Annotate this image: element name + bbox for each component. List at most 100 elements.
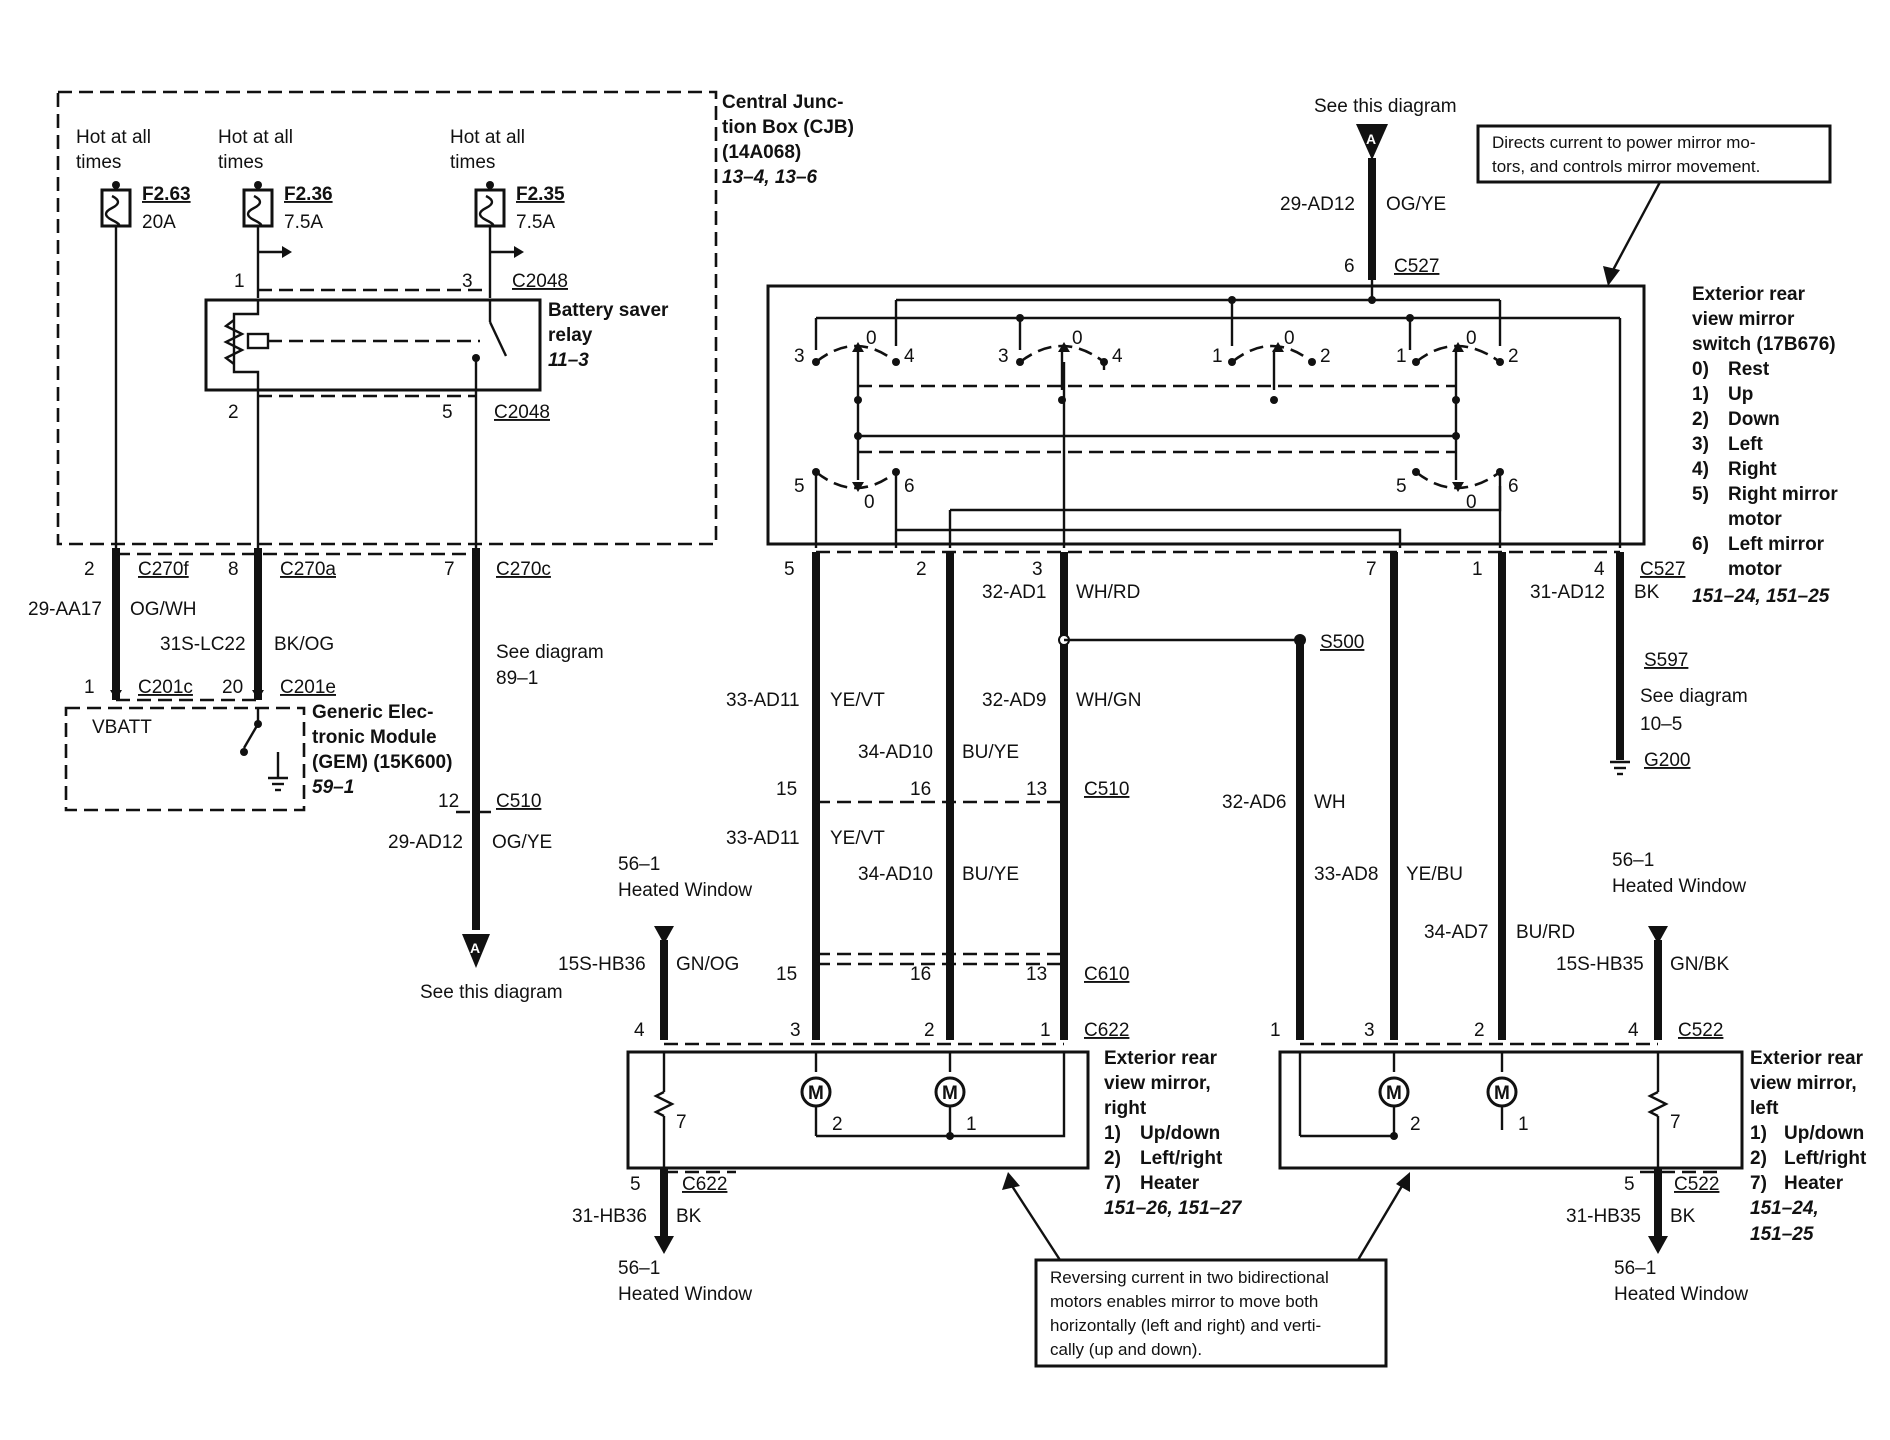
wire-color: BU/YE (962, 742, 1019, 763)
gem-ref: 59–1 (312, 777, 354, 798)
fuse-f2-63: Hot at all times F2.63 20A (76, 127, 191, 233)
connector-c522: C522 (1678, 1020, 1723, 1041)
wire-id: 34-AD7 (1424, 922, 1488, 943)
out-pin: 7 (1366, 559, 1377, 580)
gem-pin: 20 (222, 677, 243, 698)
wire-id: 15S-HB36 (558, 954, 646, 975)
pos-label: Left mirror (1728, 534, 1825, 555)
wire-id: 33-AD11 (726, 828, 800, 849)
heater-icon (653, 1090, 675, 1118)
switch-contact-upper (812, 342, 1504, 366)
connector-c610: C610 (1084, 964, 1129, 985)
wire-color: OG/YE (492, 832, 552, 853)
mirror-ref: 151–25 (1750, 1224, 1814, 1245)
wire-color: BK (1634, 582, 1660, 603)
pos-num: 3) (1692, 434, 1709, 455)
fuse-rating: 20A (142, 212, 176, 233)
ground-g200: G200 (1644, 750, 1690, 771)
see-diagram: See diagram (496, 642, 604, 663)
note-line: Directs current to power mirror mo- (1492, 133, 1756, 152)
contact-label: 0 (1072, 328, 1083, 349)
out-pin: 1 (1472, 559, 1483, 580)
out-pin: 2 (916, 559, 927, 580)
fuse-rating: 7.5A (284, 212, 323, 233)
note-line: cally (up and down). (1050, 1340, 1202, 1359)
wire-color: WH (1314, 792, 1346, 813)
battery-saver-relay: 1 3 C2048 Battery saver relay 11–3 2 5 C… (204, 271, 669, 423)
wire-color: GN/BK (1670, 954, 1729, 975)
mirror-pin: 3 (790, 1020, 801, 1041)
pos-num: 6) (1692, 534, 1709, 555)
mirror-title: view mirror, (1750, 1073, 1857, 1094)
c510-pin: 15 (776, 779, 797, 800)
item-num: 2) (1104, 1148, 1121, 1169)
wire-id: 32-AD6 (1222, 792, 1286, 813)
wire-id: 32-AD9 (982, 690, 1046, 711)
mirror-pin: 2 (924, 1020, 935, 1041)
offpage-marker: A (1366, 131, 1376, 147)
c610-pin: 15 (776, 964, 797, 985)
mirror-pin: 1 (1270, 1020, 1281, 1041)
internal-label: 7 (1670, 1112, 1681, 1133)
gem-title-1: Generic Elec- (312, 702, 433, 723)
relay-ref: 11–3 (548, 350, 589, 371)
wire-id: 29-AD12 (388, 832, 463, 853)
wire-color: WH/GN (1076, 690, 1141, 711)
note-top: Directs current to power mirror mo- tors… (1476, 124, 1832, 286)
wire-color: BK (676, 1206, 702, 1227)
offpage-marker: A (470, 940, 480, 956)
switch-title-2: view mirror (1692, 309, 1795, 330)
pos-label: motor (1728, 509, 1782, 530)
wire-color: BK/OG (274, 634, 334, 655)
fuse-hot-label: Hot at all (218, 127, 293, 148)
fuse-hot-label: Hot at all (76, 127, 151, 148)
cjb-title-1: Central Junc- (722, 92, 843, 113)
item-num: 1) (1104, 1123, 1121, 1144)
splice-s597: S597 (1644, 650, 1688, 671)
item-label: Left/right (1784, 1148, 1867, 1169)
pos-label: Down (1728, 409, 1780, 430)
out-pin: 3 (1032, 559, 1043, 580)
fuse-icon (474, 188, 506, 228)
arrow-icon (1648, 926, 1668, 944)
wire-color: OG/WH (130, 599, 197, 620)
pos-num: 1) (1692, 384, 1709, 405)
contact-label: 5 (794, 476, 805, 497)
connector-c201e: C201e (280, 677, 336, 698)
contact-label: 1 (1396, 346, 1407, 367)
contact-label: 0 (1466, 328, 1477, 349)
gem-switch-icon (242, 723, 260, 749)
heat-source: Heated Window (618, 880, 752, 901)
contact-label: 0 (1284, 328, 1295, 349)
wire-color: WH/RD (1076, 582, 1140, 603)
item-num: 7) (1104, 1173, 1121, 1194)
contact-label: 2 (1508, 346, 1519, 367)
wire-id: 34-AD10 (858, 864, 933, 885)
item-label: Up/down (1784, 1123, 1864, 1144)
item-label: Heater (1784, 1173, 1844, 1194)
relay-pin: 1 (234, 271, 245, 292)
c527-outputs: 5 2 3 7 1 4 C527 (784, 550, 1685, 580)
wire-color: BK (1670, 1206, 1696, 1227)
mirror-title: Exterior rear (1750, 1048, 1864, 1069)
wire-color: YE/BU (1406, 864, 1463, 885)
see-this-diagram: See this diagram (420, 982, 563, 1003)
top-feed: See this diagram A 29-AD12 OG/YE 6 C527 (1280, 96, 1457, 280)
mirror-pin: 3 (1364, 1020, 1375, 1041)
fuse-rating: 7.5A (516, 212, 555, 233)
right-mirror: 56–1 Heated Window 15S-HB36 GN/OG 4 3 2 … (558, 854, 1243, 1305)
pos-num: 2) (1692, 409, 1709, 430)
c510-left: 12 C510 29-AD12 OG/YE A See this diagram (388, 791, 563, 1003)
harness-wires: S500 32-AD1 WH/RD 31-AD12 BK S597 See di… (726, 552, 1748, 1040)
wire-id: 31-HB36 (572, 1206, 647, 1227)
pos-num: 5) (1692, 484, 1709, 505)
connector-c510: C510 (1084, 779, 1129, 800)
generic-electronic-module: 1 C201c 20 C201e VBATT Generic Elec- tro… (64, 677, 452, 812)
pos-label: Right (1728, 459, 1777, 480)
motor-label: M (1494, 1083, 1510, 1104)
wire-color: BU/YE (962, 864, 1019, 885)
pos-label: motor (1728, 559, 1782, 580)
cjb-out-pin: 8 (228, 559, 239, 580)
gem-outline (64, 706, 306, 812)
c610-pin: 13 (1026, 964, 1047, 985)
